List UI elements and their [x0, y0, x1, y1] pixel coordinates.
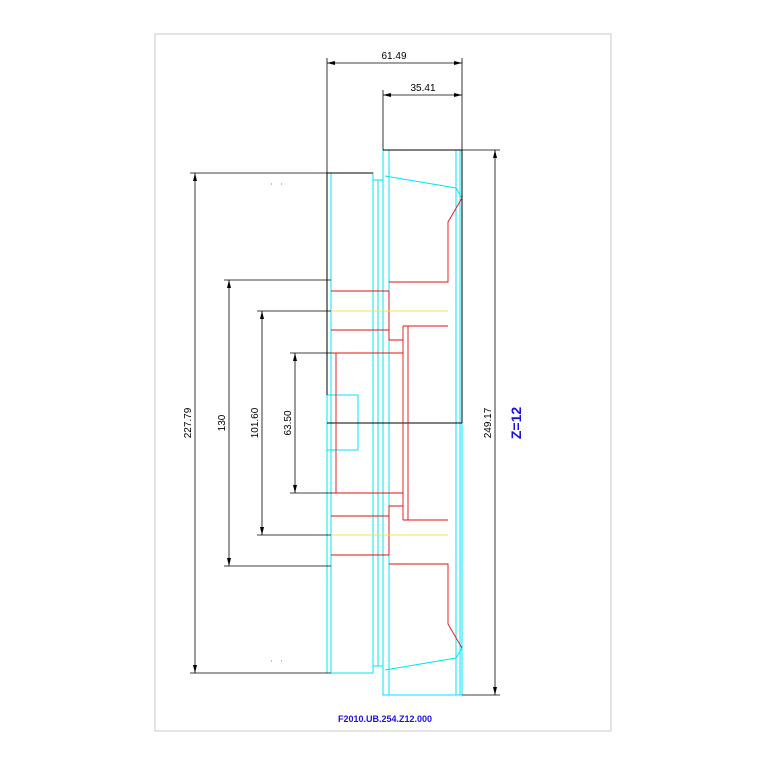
dim-63-50: 63.50	[283, 410, 294, 435]
dim-227-79: 227.79	[183, 407, 194, 438]
hidden-lines	[331, 197, 463, 649]
center-marks	[271, 183, 282, 662]
dim-249-17: 249.17	[483, 407, 494, 438]
part-number: F2010.UB.254.Z12.000	[338, 714, 432, 724]
dim-35-41: 35.41	[410, 83, 435, 94]
tooth-count-label: Z=12	[508, 407, 524, 440]
dimension-lines	[190, 58, 500, 696]
dim-101-60: 101.60	[250, 407, 261, 438]
dim-61-49: 61.49	[381, 51, 406, 62]
centerlines	[331, 310, 448, 536]
dim-130: 130	[217, 414, 228, 431]
